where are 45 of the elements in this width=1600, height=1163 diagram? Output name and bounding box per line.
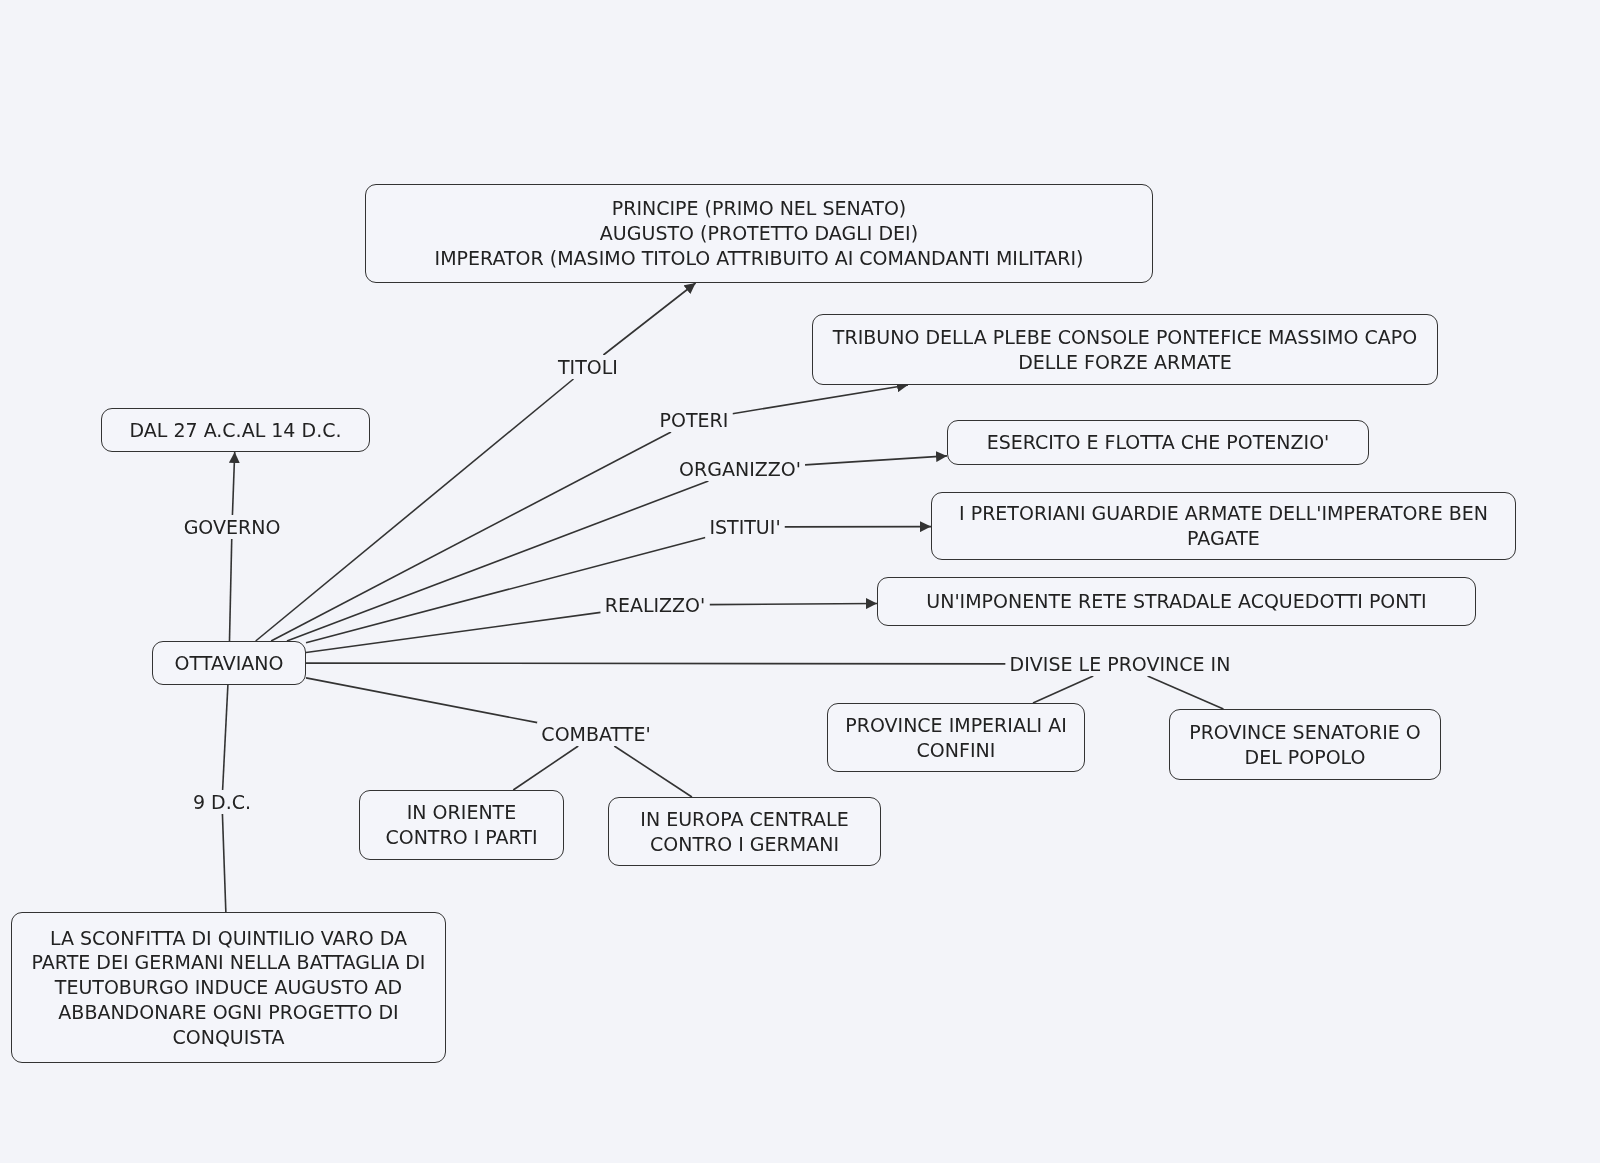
concept-box <box>365 184 1153 283</box>
concept-text: PROVINCE IMPERIALI AI CONFINI <box>844 712 1068 763</box>
connector-line <box>228 538 233 642</box>
connector-line <box>305 677 539 724</box>
concept-text: AUGUSTO (PROTETTO DAGLI DEI) <box>599 221 919 246</box>
connector-line <box>305 662 1007 665</box>
concept-box <box>101 408 370 452</box>
connector-line <box>286 480 710 642</box>
concept-text: TRIBUNO DELLA PLEBE CONSOLE PONTEFICE MASSIMO CAPO DELLE FORZE ARMATE <box>831 324 1419 375</box>
connector-line <box>512 745 580 791</box>
concept-text: ESERCITO E FLOTTA CHE POTENZIO' <box>986 430 1330 455</box>
concept-text: IN EUROPA CENTRALE CONTRO I GERMANI <box>639 806 850 857</box>
arrow <box>804 451 948 466</box>
arrow <box>708 598 878 610</box>
concept-text: OTTAVIANO <box>174 650 284 676</box>
connector-line <box>270 431 672 642</box>
concept-box <box>11 912 446 1063</box>
concept-box <box>1169 709 1441 780</box>
connector-line <box>613 745 693 798</box>
concept-text: DAL 27 A.C.AL 14 D.C. <box>129 417 342 443</box>
arrow <box>783 521 932 533</box>
arrow <box>602 282 697 356</box>
concept-box <box>812 314 1438 385</box>
connector-line <box>305 536 707 644</box>
concept-text: LA SCONFITTA DI QUINTILIO VARO DA PARTE DEI GERMANI NELLA BATTAGLIA DI TEUTOBURGO INDUCE AUGUSTO AD ABBANDONARE OGNI PROGETTO DI CONQUISTA <box>30 925 427 1050</box>
concept-text: PROVINCE SENATORIE O DEL POPOLO <box>1188 719 1422 770</box>
concept-text: IN ORIENTE CONTRO I PARTI <box>384 800 539 850</box>
concept-text: IMPERATOR (MASIMO TITOLO ATTRIBUITO AI COMANDANTI MILITARI) <box>434 245 1084 271</box>
concept-box <box>152 641 306 685</box>
connector-line <box>221 684 229 791</box>
arrow <box>228 451 240 516</box>
connector-line <box>221 813 227 913</box>
concept-box <box>947 420 1369 465</box>
connector-line <box>1146 675 1225 710</box>
concept-text: I PRETORIANI GUARDIE ARMATE DELL'IMPERATORE BEN PAGATE <box>958 501 1489 551</box>
connector-line <box>305 611 602 654</box>
concept-box <box>877 577 1476 626</box>
concept-box <box>359 790 564 860</box>
concept-text: PRINCIPE (PRIMO NEL SENATO) <box>611 196 907 222</box>
connector-line <box>1032 675 1094 704</box>
concept-box <box>827 703 1085 772</box>
concept-box <box>931 492 1516 560</box>
concept-box <box>608 797 881 866</box>
concept-text: UN'IMPONENTE RETE STRADALE ACQUEDOTTI PONTI <box>926 589 1427 614</box>
connector-line <box>254 378 575 642</box>
